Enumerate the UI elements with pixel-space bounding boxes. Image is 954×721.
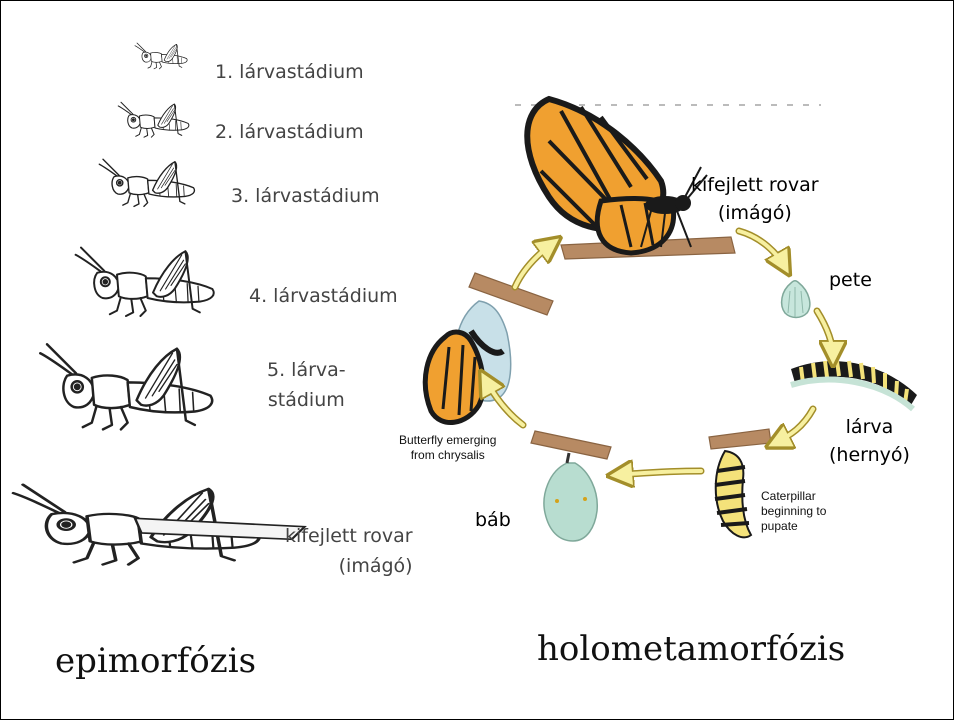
grasshopper-stage-1 (135, 43, 187, 69)
grasshopper-stage-4 (76, 248, 214, 316)
stage-5-label: 5. lárva- stádium (267, 355, 346, 415)
pupating-caterpillar (715, 451, 751, 537)
larva-label: lárva (hernyó) (829, 413, 910, 469)
pupa-label: báb (475, 509, 511, 531)
pupate-caption: Caterpillar beginning to pupate (761, 489, 826, 534)
adult-butterfly-label: kifejlett rovar (imágó) (691, 171, 819, 227)
stage-4-label: 4. lárvastádium (249, 285, 398, 307)
epimorphosis-title: epimorfózis (55, 641, 256, 681)
grasshopper-stage-5 (40, 344, 212, 429)
branches (469, 237, 771, 459)
emerging-caption: Butterfly emerging from chrysalis (399, 433, 496, 463)
monarch-butterfly (527, 99, 707, 253)
stage-3-label: 3. lárvastádium (231, 185, 380, 207)
chrysalis (544, 453, 597, 541)
holometamorphosis-title: holometamorfózis (537, 629, 845, 669)
stage-2-label: 2. lárvastádium (215, 121, 364, 143)
stage-1-label: 1. lárvastádium (215, 61, 364, 83)
egg-label: pete (829, 269, 872, 291)
grasshopper-stage-2 (118, 102, 189, 137)
grasshopper-stage-3 (99, 159, 194, 206)
grasshopper-adult (13, 485, 304, 565)
adult-grasshopper-label: kifejlett rovar (imágó) (285, 521, 413, 581)
egg (782, 281, 810, 318)
caterpillar (791, 361, 917, 409)
